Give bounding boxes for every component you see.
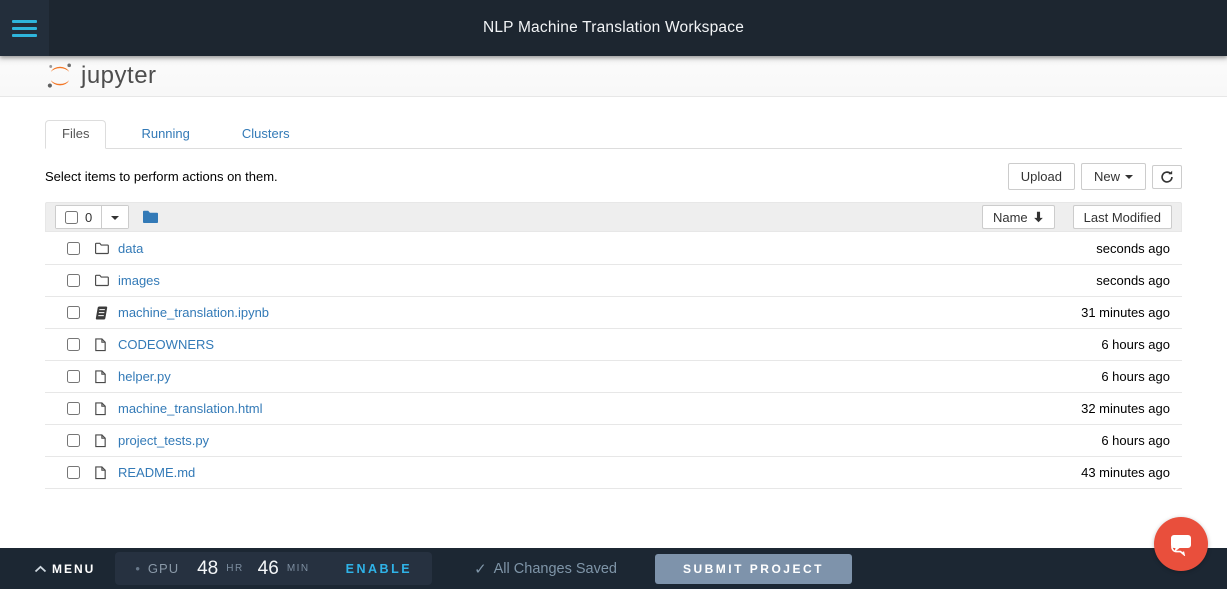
select-all-group: 0 — [55, 205, 130, 229]
file-list: 0 Name Last Modified — [45, 202, 1182, 489]
file-row: machine_translation.ipynb 31 minutes ago — [45, 296, 1182, 328]
row-checkbox[interactable] — [67, 434, 80, 447]
select-all-checkbox[interactable] — [65, 210, 78, 224]
chevron-down-icon — [111, 215, 120, 220]
refresh-icon — [1161, 170, 1173, 183]
menu-button[interactable]: MENU — [34, 562, 95, 576]
chevron-down-icon — [1125, 175, 1133, 179]
gpu-hours-unit: HR — [226, 563, 244, 574]
select-all-button[interactable]: 0 — [56, 206, 102, 228]
workspace-topbar: NLP Machine Translation Workspace — [0, 0, 1227, 56]
file-modified: 6 hours ago — [1101, 433, 1170, 448]
enable-gpu-button[interactable]: ENABLE — [345, 561, 413, 576]
file-row: project_tests.py 6 hours ago — [45, 424, 1182, 456]
toolbar-actions: Upload New — [1007, 163, 1182, 190]
file-rows: data seconds ago im — [45, 232, 1182, 489]
chat-fab-button[interactable] — [1154, 517, 1208, 571]
file-modified: 31 minutes ago — [1081, 305, 1170, 320]
file-link[interactable]: helper.py — [118, 369, 171, 384]
workspace-title: NLP Machine Translation Workspace — [482, 19, 745, 36]
file-icon — [94, 337, 110, 352]
select-dropdown-button[interactable] — [101, 206, 129, 228]
file-modified: 32 minutes ago — [1081, 401, 1170, 416]
jupyter-wordmark[interactable]: jupyter — [81, 62, 157, 89]
tab-clusters[interactable]: Clusters — [241, 126, 290, 141]
file-modified: seconds ago — [1096, 240, 1170, 256]
file-modified: seconds ago — [1096, 273, 1170, 288]
jupyter-logo-icon[interactable] — [45, 61, 75, 91]
row-checkbox[interactable] — [67, 466, 80, 479]
selected-count: 0 — [85, 209, 93, 225]
file-icon — [94, 433, 110, 448]
check-icon: ✓ — [474, 560, 487, 578]
file-icon — [94, 465, 110, 480]
row-checkbox[interactable] — [67, 306, 80, 319]
file-link[interactable]: project_tests.py — [118, 433, 210, 448]
sort-by-modified-button[interactable]: Last Modified — [1072, 205, 1172, 229]
file-row: helper.py 6 hours ago — [45, 360, 1182, 392]
upload-button[interactable]: Upload — [1007, 163, 1075, 190]
hamburger-menu-icon[interactable] — [0, 0, 49, 56]
gpu-status-dot: • — [135, 561, 140, 576]
file-link[interactable]: machine_translation.html — [118, 401, 263, 416]
notebook-icon — [94, 306, 110, 320]
file-link[interactable]: images — [118, 273, 160, 288]
gpu-minutes: 46 — [257, 557, 279, 579]
arrow-down-icon — [1033, 211, 1043, 223]
tab-bar: Files Running Clusters — [45, 120, 1182, 149]
row-checkbox[interactable] — [67, 402, 80, 415]
row-checkbox[interactable] — [67, 274, 80, 287]
file-link[interactable]: CODEOWNERS — [118, 337, 215, 352]
save-status-label: All Changes Saved — [493, 560, 617, 577]
file-modified: 6 hours ago — [1101, 369, 1170, 384]
sort-by-name-button[interactable]: Name — [981, 205, 1055, 229]
gpu-label: GPU — [147, 561, 180, 576]
new-dropdown-button[interactable]: New — [1080, 163, 1146, 190]
folder-icon — [143, 210, 159, 223]
row-checkbox[interactable] — [67, 370, 80, 383]
file-link[interactable]: README.md — [118, 465, 196, 480]
tab-running[interactable]: Running — [141, 126, 190, 141]
save-status: ✓ All Changes Saved — [474, 560, 617, 578]
file-list-header: 0 Name Last Modified — [45, 202, 1182, 232]
row-checkbox[interactable] — [67, 241, 80, 255]
file-modified: 43 minutes ago — [1081, 465, 1170, 480]
file-modified: 6 hours ago — [1101, 337, 1170, 352]
row-checkbox[interactable] — [67, 338, 80, 351]
file-icon — [94, 369, 110, 384]
file-link[interactable]: machine_translation.ipynb — [118, 305, 270, 320]
chevron-up-icon — [34, 565, 47, 572]
file-row: images seconds ago — [45, 264, 1182, 296]
select-items-hint: Select items to perform actions on them. — [45, 169, 278, 184]
file-row: machine_translation.html 32 minutes ago — [45, 392, 1182, 424]
toolbar: Select items to perform actions on them.… — [45, 163, 1182, 190]
file-link[interactable]: data — [118, 240, 144, 256]
folder-icon — [94, 242, 110, 255]
file-row: README.md 43 minutes ago — [45, 456, 1182, 488]
submit-project-button[interactable]: SUBMIT PROJECT — [654, 553, 852, 584]
footer-bar: MENU • GPU 48 HR 46 MIN ENABLE ✓ All Cha… — [0, 548, 1227, 589]
refresh-button[interactable] — [1152, 164, 1182, 189]
tab-files[interactable]: Files — [45, 120, 107, 149]
file-row: CODEOWNERS 6 hours ago — [45, 328, 1182, 360]
chat-bubble-icon — [1171, 535, 1191, 556]
gpu-panel: • GPU 48 HR 46 MIN ENABLE — [115, 552, 433, 585]
file-row: data seconds ago — [45, 232, 1182, 264]
jupyter-header: jupyter — [0, 56, 1227, 97]
breadcrumb-folder-button[interactable] — [142, 210, 159, 224]
file-icon — [94, 401, 110, 416]
gpu-minutes-unit: MIN — [286, 563, 310, 574]
main-content: Files Running Clusters Select items to p… — [0, 97, 1227, 489]
folder-icon — [94, 274, 110, 287]
gpu-hours: 48 — [197, 557, 219, 579]
